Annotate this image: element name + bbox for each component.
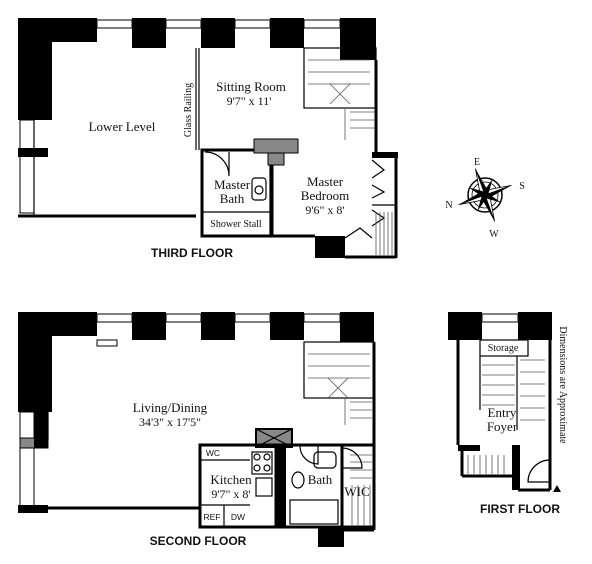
third-floor-window — [19, 154, 35, 214]
bath-label: Bath — [308, 472, 333, 487]
third-floor-pier — [340, 18, 376, 60]
second-floor-pier — [132, 312, 166, 340]
master-bath-label-line1: Master — [214, 177, 251, 192]
second-floor-window — [96, 313, 133, 323]
third-floor-window — [303, 19, 341, 29]
storage-label: Storage — [488, 343, 519, 354]
living-dining-label: Living/Dining — [133, 400, 208, 415]
first-floor-title: FIRST FLOOR — [480, 502, 560, 516]
shower-stall-label: Shower Stall — [210, 219, 262, 230]
dw-label: DW — [231, 512, 245, 522]
third-floor-plan: Lower Level Glass Railing Sitting Room 9… — [18, 18, 398, 260]
compass-e: E — [474, 157, 480, 168]
second-floor-corner-pier — [18, 312, 97, 412]
second-floor-window — [19, 447, 35, 507]
sitting-room-label: Sitting Room — [216, 79, 286, 94]
second-floor-pier — [340, 312, 374, 342]
living-dining-dims: 34'3" x 17'5" — [139, 415, 201, 429]
second-floor-window — [234, 313, 271, 323]
kitchen-dims: 9'7" x 8' — [211, 487, 250, 501]
third-floor-pier — [315, 236, 345, 258]
compass-rose: E S N W — [445, 157, 524, 240]
lower-level-label: Lower Level — [89, 119, 156, 134]
third-floor-window — [165, 19, 202, 29]
second-floor-window — [165, 313, 202, 323]
second-floor-title: SECOND FLOOR — [150, 534, 247, 548]
first-floor-window — [481, 313, 519, 323]
third-floor-closet-rod — [375, 212, 393, 255]
compass-n: N — [445, 200, 452, 211]
compass-s: S — [519, 181, 525, 192]
first-floor-shelving — [467, 455, 505, 474]
glass-railing-label: Glass Railing — [183, 83, 194, 137]
master-bedroom-label-line2: Bedroom — [301, 188, 349, 203]
third-floor-stair — [308, 59, 375, 140]
master-bedroom-dims: 9'6" x 8' — [305, 203, 344, 217]
second-floor-plan: Living/Dining 34'3" x 17'5" WC Kitchen 9… — [18, 312, 376, 548]
third-floor-pier — [270, 18, 304, 48]
third-floor-window — [19, 119, 35, 151]
third-floor-pier — [201, 18, 235, 48]
first-floor-stair — [482, 359, 545, 421]
sitting-room-dims: 9'7" x 11' — [227, 94, 272, 108]
third-floor-pier — [132, 18, 166, 48]
second-floor-pier — [201, 312, 235, 340]
first-floor-pier — [518, 312, 552, 340]
compass-w: W — [489, 229, 499, 240]
second-floor-window — [303, 313, 341, 323]
ref-label: REF — [204, 512, 221, 522]
second-floor-window — [19, 411, 35, 439]
third-floor-window — [96, 19, 133, 29]
entry-foyer-label-line1: Entry — [488, 405, 517, 420]
third-floor-corner-pier — [18, 18, 97, 120]
third-floor-window — [234, 19, 271, 29]
second-floor-pier — [318, 527, 344, 547]
third-floor-pier — [18, 148, 48, 157]
master-bedroom-label-line1: Master — [307, 174, 344, 189]
wc-label: WC — [206, 448, 220, 458]
kitchen-label: Kitchen — [210, 472, 252, 487]
second-floor-pier — [270, 312, 304, 340]
first-floor-plan: Storage Entry Foyer Dimensions are Appro… — [448, 312, 568, 516]
second-floor-stair — [308, 353, 372, 425]
entry-foyer-label-line2: Foyer — [487, 419, 518, 434]
third-floor-title: THIRD FLOOR — [151, 246, 233, 260]
first-floor-pier — [448, 312, 482, 340]
wic-label: WIC — [344, 484, 369, 499]
master-bath-label-line2: Bath — [220, 191, 245, 206]
dimensions-disclaimer: Dimensions are Approximate — [557, 326, 568, 444]
